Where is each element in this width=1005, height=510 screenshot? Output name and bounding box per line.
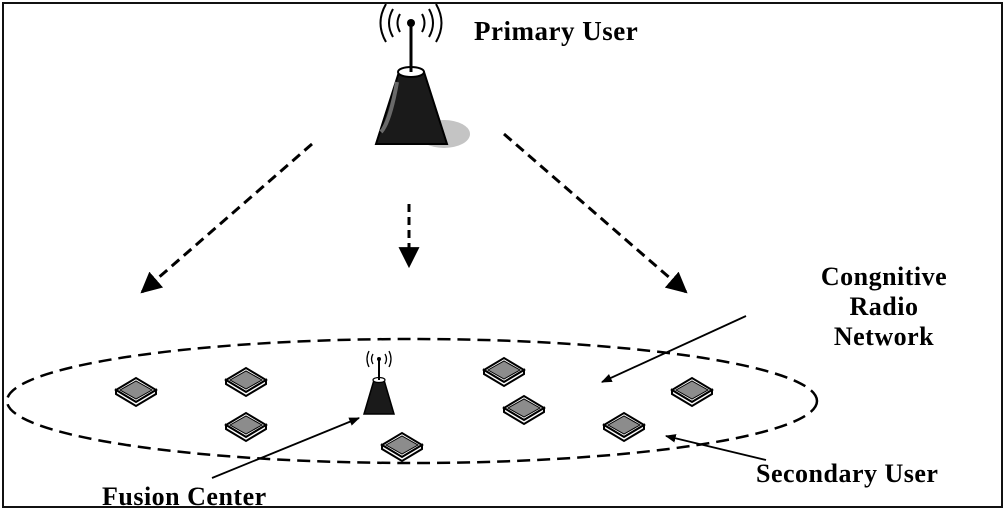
diagram-canvas	[5, 4, 819, 479]
primary-user-label: Primary User	[474, 16, 639, 46]
secondary-user-laptop-icon	[483, 357, 525, 387]
secondary-user-laptop-icon	[503, 395, 545, 425]
secondary-user-laptop-icon	[115, 377, 157, 407]
secondary-user-label: Secondary User	[756, 459, 939, 488]
crn-label: Congnitive Radio Network	[774, 262, 994, 352]
network-boundary-ellipse	[5, 337, 819, 465]
fusion-center-label: Fusion Center	[102, 482, 267, 508]
secondary-user-laptop-icon	[381, 432, 423, 462]
secondary-user-laptop-icon	[671, 377, 713, 407]
secondary-user-laptop-icon	[225, 367, 267, 397]
secondary-user-laptop-icon	[603, 412, 645, 442]
broadcast-arrow-right	[503, 132, 688, 294]
crn-pointer-line	[601, 315, 747, 383]
secondary-user-laptop-icon	[225, 412, 267, 442]
fusion-center-pointer-line	[211, 417, 360, 479]
crn-label-line2: Radio	[849, 292, 919, 321]
fusion-center-tower-icon	[362, 350, 396, 415]
crn-label-line3: Network	[833, 322, 935, 351]
crn-label-line1: Congnitive	[820, 262, 948, 291]
primary-user-tower-icon	[374, 4, 470, 148]
secondary-user-pointer-line	[664, 434, 767, 461]
broadcast-arrow-left	[140, 142, 313, 294]
